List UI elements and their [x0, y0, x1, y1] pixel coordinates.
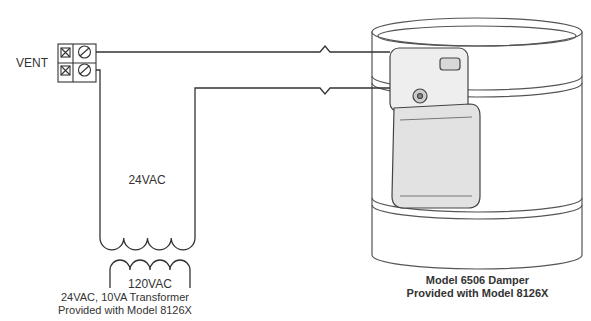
actuator-shaft [418, 94, 423, 99]
terminal-square [61, 66, 70, 75]
secondary-coil [100, 168, 195, 250]
actuator-cover [392, 104, 480, 208]
wire [195, 88, 390, 168]
transformer-symbol [100, 168, 195, 288]
actuator-head [390, 48, 468, 112]
voltage-label: 24VAC [112, 174, 182, 187]
terminal-housing [58, 44, 96, 82]
terminal-cross [61, 66, 70, 75]
transformer: 24VAC 120VAC24VAC, 10VA Transformer Provi… [40, 168, 210, 318]
terminal-cross [61, 48, 70, 57]
terminal-block-symbol [58, 44, 96, 82]
damper-opening [372, 18, 582, 46]
wire [96, 46, 390, 52]
transformer-caption: 24VAC, 10VA Transformer Provided with Mo… [40, 291, 210, 317]
damper-body [372, 32, 582, 269]
damper: Model 6506 Damper Provided with Model 81… [390, 50, 585, 302]
terminal-screw [79, 46, 91, 58]
terminal-block: VENT [58, 44, 96, 82]
actuator-detail [440, 58, 460, 70]
damper-illustration [372, 18, 582, 269]
actuator-detail [400, 117, 472, 196]
terminal-square [61, 48, 70, 57]
terminal-screw [79, 64, 91, 76]
damper-lip [378, 26, 576, 46]
actuator-knob [413, 89, 427, 103]
damper-caption: Model 6506 Damper Provided with Model 81… [368, 274, 587, 300]
wire [96, 70, 100, 168]
terminal-label: VENT [16, 57, 48, 70]
terminal-screw-slot [80, 66, 89, 74]
actuator-illustration [390, 48, 480, 208]
terminal-screw-slot [80, 48, 89, 56]
terminal-divider [58, 62, 96, 63]
voltage-label: 120VAC [115, 278, 185, 291]
